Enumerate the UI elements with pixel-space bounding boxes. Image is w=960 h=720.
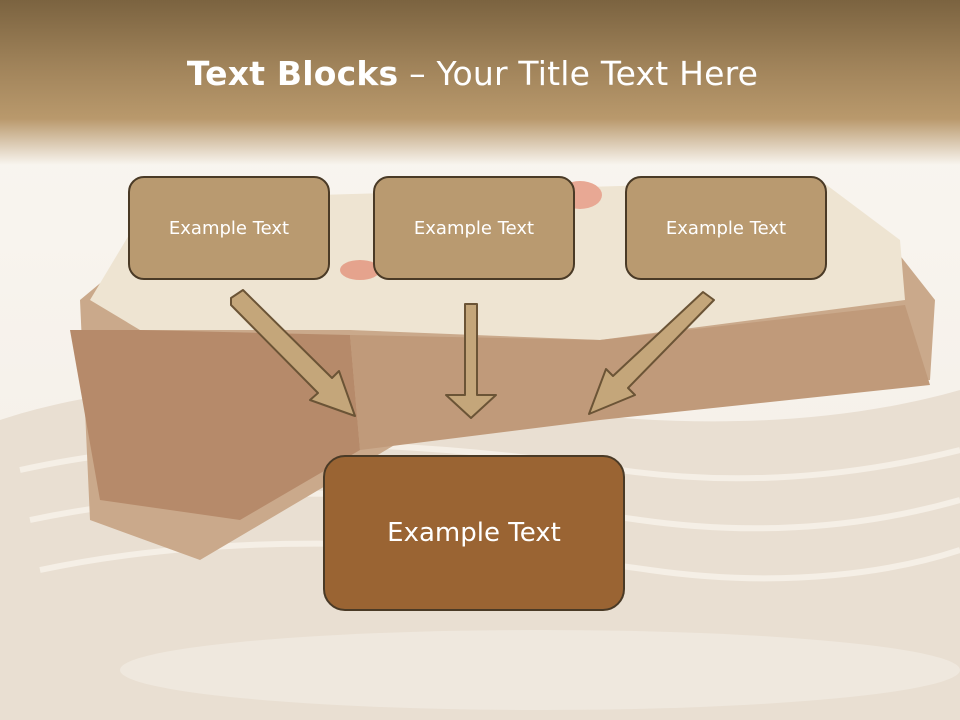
text-block-3[interactable]: Example Text [625, 176, 827, 280]
slide-title: Text Blocks – Your Title Text Here [0, 54, 945, 93]
text-block-2[interactable]: Example Text [373, 176, 575, 280]
text-block-1[interactable]: Example Text [128, 176, 330, 280]
title-rest: – Your Title Text Here [398, 54, 759, 93]
main-text-block[interactable]: Example Text [323, 455, 625, 611]
title-bold: Text Blocks [186, 54, 399, 93]
header-bar [0, 0, 960, 165]
